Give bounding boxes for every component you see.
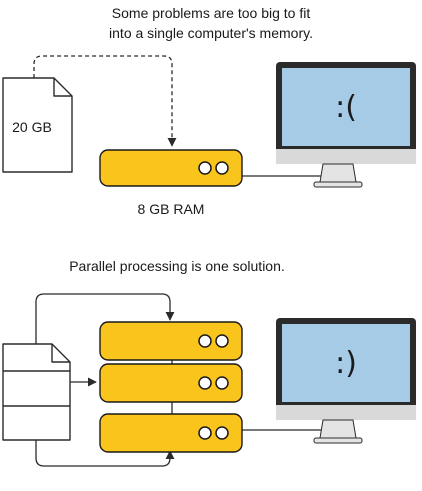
happy-face-text: :) bbox=[335, 346, 357, 381]
top-caption-line-1: Some problems are too big to fit bbox=[112, 5, 311, 21]
data-transfer-arrow bbox=[33, 55, 177, 147]
server-icon bbox=[99, 149, 243, 187]
server-icon-1 bbox=[99, 321, 243, 361]
file-size-label: 20 GB bbox=[12, 119, 52, 135]
server-icon-3 bbox=[99, 413, 243, 453]
sad-face-text: :( bbox=[335, 90, 357, 125]
server-icon-2 bbox=[99, 363, 243, 403]
file-icon bbox=[2, 77, 73, 173]
bottom-scenario: Parallel processing is one solution. bbox=[2, 258, 416, 467]
top-scenario: Some problems are too big to fit into a … bbox=[2, 5, 416, 217]
chunk-arrow-top bbox=[35, 293, 175, 348]
bottom-caption: Parallel processing is one solution. bbox=[69, 258, 285, 274]
server-ram-label: 8 GB RAM bbox=[138, 201, 205, 217]
chunk-arrow-bottom bbox=[35, 420, 175, 467]
monitor-icon-2 bbox=[276, 318, 416, 444]
top-caption-line-2: into a single computer's memory. bbox=[109, 25, 313, 41]
monitor-icon bbox=[276, 62, 416, 188]
split-file-icon bbox=[2, 343, 71, 441]
